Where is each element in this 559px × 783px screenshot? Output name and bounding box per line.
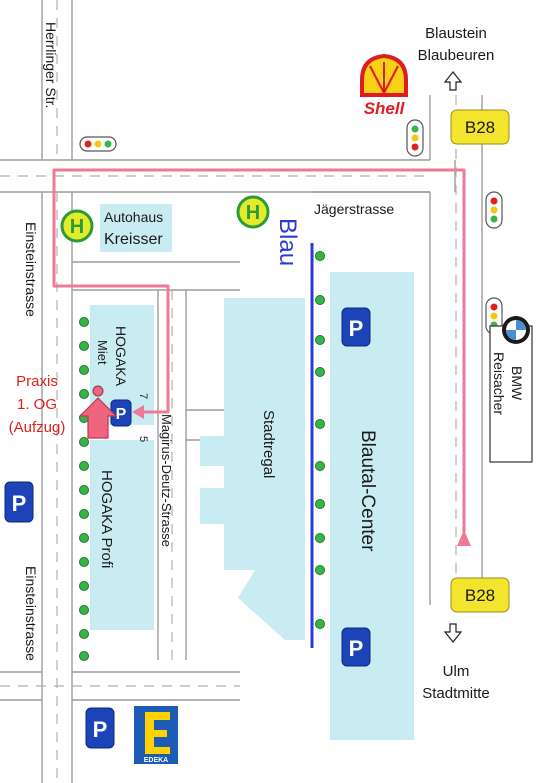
tree-icon	[315, 419, 325, 429]
road-badge-b28-top: B28	[450, 109, 510, 145]
tree-icon	[79, 365, 89, 375]
traffic-light-icon	[485, 191, 503, 229]
arrow-up-icon	[443, 71, 463, 91]
building-autohaus	[100, 204, 172, 252]
svg-text:P: P	[349, 316, 364, 341]
street-herrlinger-label: Herrlinger Str.	[43, 22, 59, 108]
arrow-down-icon	[443, 623, 463, 643]
tree-icon	[315, 533, 325, 543]
tree-icon	[79, 581, 89, 591]
svg-text:H: H	[70, 216, 84, 238]
praxis-label-1: Praxis	[16, 373, 58, 390]
autohaus-label-2: Kreisser	[104, 231, 163, 248]
autohaus-label-1: Autohaus	[104, 209, 163, 225]
tree-icon	[79, 605, 89, 615]
tree-icon	[79, 437, 89, 447]
praxis-label-3: (Aufzug)	[9, 419, 66, 436]
tree-icon	[79, 485, 89, 495]
parking-icon: P	[341, 627, 371, 667]
svg-text:B28: B28	[465, 586, 495, 605]
bmw-label-1: BMW	[509, 366, 525, 401]
tree-icon	[79, 509, 89, 519]
traffic-light-icon	[79, 136, 117, 152]
route-arrow-head-left	[132, 405, 144, 419]
svg-text:P: P	[12, 491, 27, 516]
road-badge-b28-bottom: B28	[450, 577, 510, 613]
parking-icon: P	[341, 307, 371, 347]
tree-icon	[315, 367, 325, 377]
bmw-label-2: Reisacher	[491, 352, 507, 415]
stadtregal-label: Stadtregal	[260, 410, 277, 478]
tree-icon	[79, 341, 89, 351]
tree-icon	[315, 295, 325, 305]
tree-icon	[315, 619, 325, 629]
road-center-lines	[0, 0, 457, 783]
bus-stop-icon: H	[236, 195, 270, 229]
tree-icon	[79, 533, 89, 543]
tree-icon	[79, 389, 89, 399]
hogaka-miet-label-2: Miet	[95, 340, 110, 365]
svg-text:H: H	[246, 202, 260, 224]
bmw-logo-icon	[502, 316, 530, 344]
tree-icon	[315, 499, 325, 509]
direction-south-label-2: Stadtmitte	[422, 685, 490, 702]
building-stadtregal	[224, 298, 305, 640]
tree-icon	[315, 335, 325, 345]
svg-text:EDEKA: EDEKA	[144, 757, 169, 764]
tree-icon	[315, 461, 325, 471]
street-jaeger-label: Jägerstrasse	[314, 201, 394, 217]
tree-icon	[315, 251, 325, 261]
svg-text:B28: B28	[465, 118, 495, 137]
building-small-2	[200, 488, 228, 524]
building-small-1	[200, 436, 228, 466]
street-einstein-bottom-label: Einsteinstrasse	[23, 566, 39, 661]
tree-icon	[79, 557, 89, 567]
road-network	[0, 0, 483, 783]
route-arrow-head-up	[457, 530, 471, 546]
hogaka-profi-label: HOGAKA Profi	[98, 470, 115, 568]
svg-text:P: P	[116, 406, 127, 423]
house-number: 5	[137, 436, 149, 442]
svg-text:Shell: Shell	[364, 99, 406, 118]
tree-icon	[79, 629, 89, 639]
blautal-center-label: Blautal-Center	[357, 430, 378, 552]
parking-icon: P	[85, 707, 115, 749]
tree-icon	[79, 461, 89, 471]
shell-logo-icon: Shell	[360, 53, 408, 118]
edeka-logo-icon: EDEKA	[134, 706, 178, 764]
building-hogaka-profi	[90, 440, 154, 630]
tree-icon	[79, 651, 89, 661]
svg-text:P: P	[349, 636, 364, 661]
traffic-light-icon	[406, 119, 424, 157]
praxis-label-2: 1. OG	[17, 396, 57, 413]
street-magirus-label: Magirus-Deutz-Strasse	[159, 414, 174, 547]
tree-icon	[79, 317, 89, 327]
praxis-location-dot	[92, 385, 104, 397]
svg-text:P: P	[93, 717, 108, 742]
praxis-arrow-up-icon	[78, 397, 118, 439]
hogaka-miet-label-1: HOGAKA	[113, 326, 129, 387]
bus-stop-icon: H	[60, 209, 94, 243]
tree-icon	[315, 565, 325, 575]
river-blau-label: Blau	[274, 218, 301, 266]
direction-north-label-2: Blaubeuren	[418, 47, 495, 64]
house-number: 7	[137, 393, 149, 399]
parking-icon: P	[4, 481, 34, 523]
direction-north-label-1: Blaustein	[425, 25, 487, 42]
parking-icon-small: P	[110, 399, 132, 427]
route	[52, 168, 466, 536]
direction-south-label-1: Ulm	[443, 663, 470, 680]
street-einstein-top-label: Einsteinstrasse	[23, 222, 39, 317]
